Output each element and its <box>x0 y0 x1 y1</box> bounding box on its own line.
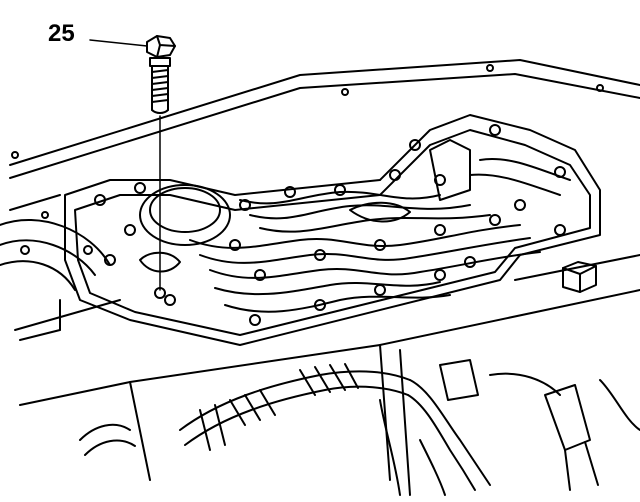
valve-body <box>65 115 600 345</box>
callout-number: 25 <box>48 20 75 47</box>
pump-housing <box>0 212 110 340</box>
bolt-hole <box>155 288 165 298</box>
wiring-harness <box>80 360 640 495</box>
case-outline <box>10 60 640 495</box>
bolt-25 <box>147 36 175 113</box>
sensor-block <box>563 262 596 292</box>
callout-leader <box>90 40 147 46</box>
